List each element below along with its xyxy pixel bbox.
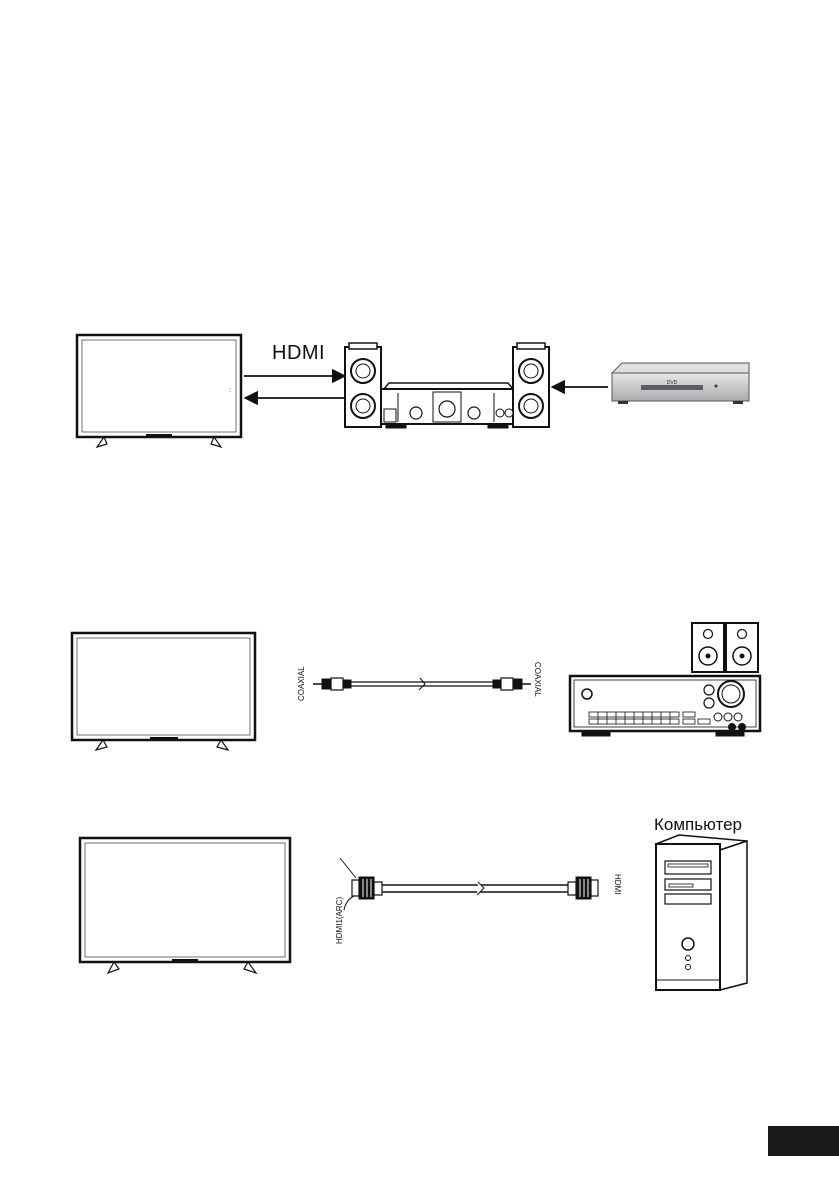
hdmi-right-label: HDMI (613, 874, 622, 894)
tv-icon: : (77, 335, 241, 447)
svg-text::: : (229, 387, 231, 394)
hdmi-arrows (244, 376, 346, 398)
av-receiver-icon (570, 623, 760, 736)
tv-icon (72, 633, 255, 750)
speaker-system-icon (345, 343, 549, 428)
hdmi-cable-icon (340, 858, 598, 910)
hdmi-label: HDMI (272, 342, 325, 365)
page-tab (768, 1126, 839, 1156)
svg-text:DVD: DVD (667, 380, 678, 386)
computer-tower-icon (656, 835, 747, 990)
hdmi-arc-label: HDMI1(ARC) (335, 897, 344, 944)
computer-label: Компьютер (654, 815, 742, 835)
coaxial-left-label: COAXIAL (297, 666, 306, 701)
coaxial-right-label: COAXIAL (533, 662, 542, 697)
coaxial-cable-icon (313, 678, 531, 690)
tv-icon (80, 838, 290, 973)
dvd-player-icon: DVD (612, 363, 749, 404)
